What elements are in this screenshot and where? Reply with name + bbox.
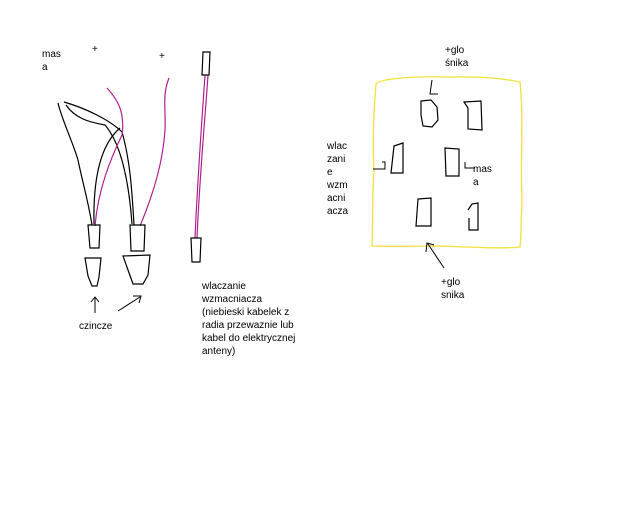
pointer-speaker-top [429, 79, 438, 95]
pointer-amp-on [373, 161, 386, 170]
ground-wire-3 [65, 104, 133, 225]
amp-on-plug-top [201, 51, 211, 76]
label-speaker-bottom: +glo snika [441, 277, 465, 301]
amp-on-wire-b [196, 74, 209, 239]
label-plus-1: + [92, 44, 98, 55]
pin-bottom-right [467, 202, 479, 231]
label-masa-left: mas a [42, 49, 61, 73]
label-speaker-top: +glo śnika [445, 45, 469, 69]
plus-wire-1 [94, 87, 124, 227]
label-amp-on-note: wlaczanie wzmacniacza (niebieski kabelek… [202, 281, 296, 357]
pin-top-right [462, 100, 483, 131]
label-amp-on-side: wlac zani e wzm acni acza [327, 141, 349, 217]
pin-top-left [420, 99, 439, 128]
ground-wire-1 [57, 102, 93, 226]
label-cinch: czincze [79, 321, 113, 332]
cinch-plug-left-head [84, 257, 102, 287]
cinch-plug-right-body [129, 224, 146, 252]
pin-bottom-left [415, 197, 432, 227]
socket-outline [371, 76, 523, 249]
pin-mid-left [390, 142, 404, 174]
arrow-speaker-bottom [425, 242, 445, 269]
arrow-cinch-right [117, 295, 142, 312]
arrow-cinch-left [90, 296, 100, 313]
pin-mid-center [444, 147, 460, 177]
ground-wire-2 [63, 101, 135, 226]
plus-wire-2 [139, 77, 170, 227]
cinch-plug-right-head [122, 254, 151, 285]
label-plus-2: + [159, 51, 165, 62]
label-masa-right: mas a [473, 164, 492, 188]
cinch-plug-left-body [87, 224, 101, 249]
ground-wire-4 [93, 127, 121, 225]
pointer-masa [464, 162, 475, 169]
amp-on-plug-bottom [190, 237, 202, 263]
amp-on-wire-a [194, 74, 206, 239]
